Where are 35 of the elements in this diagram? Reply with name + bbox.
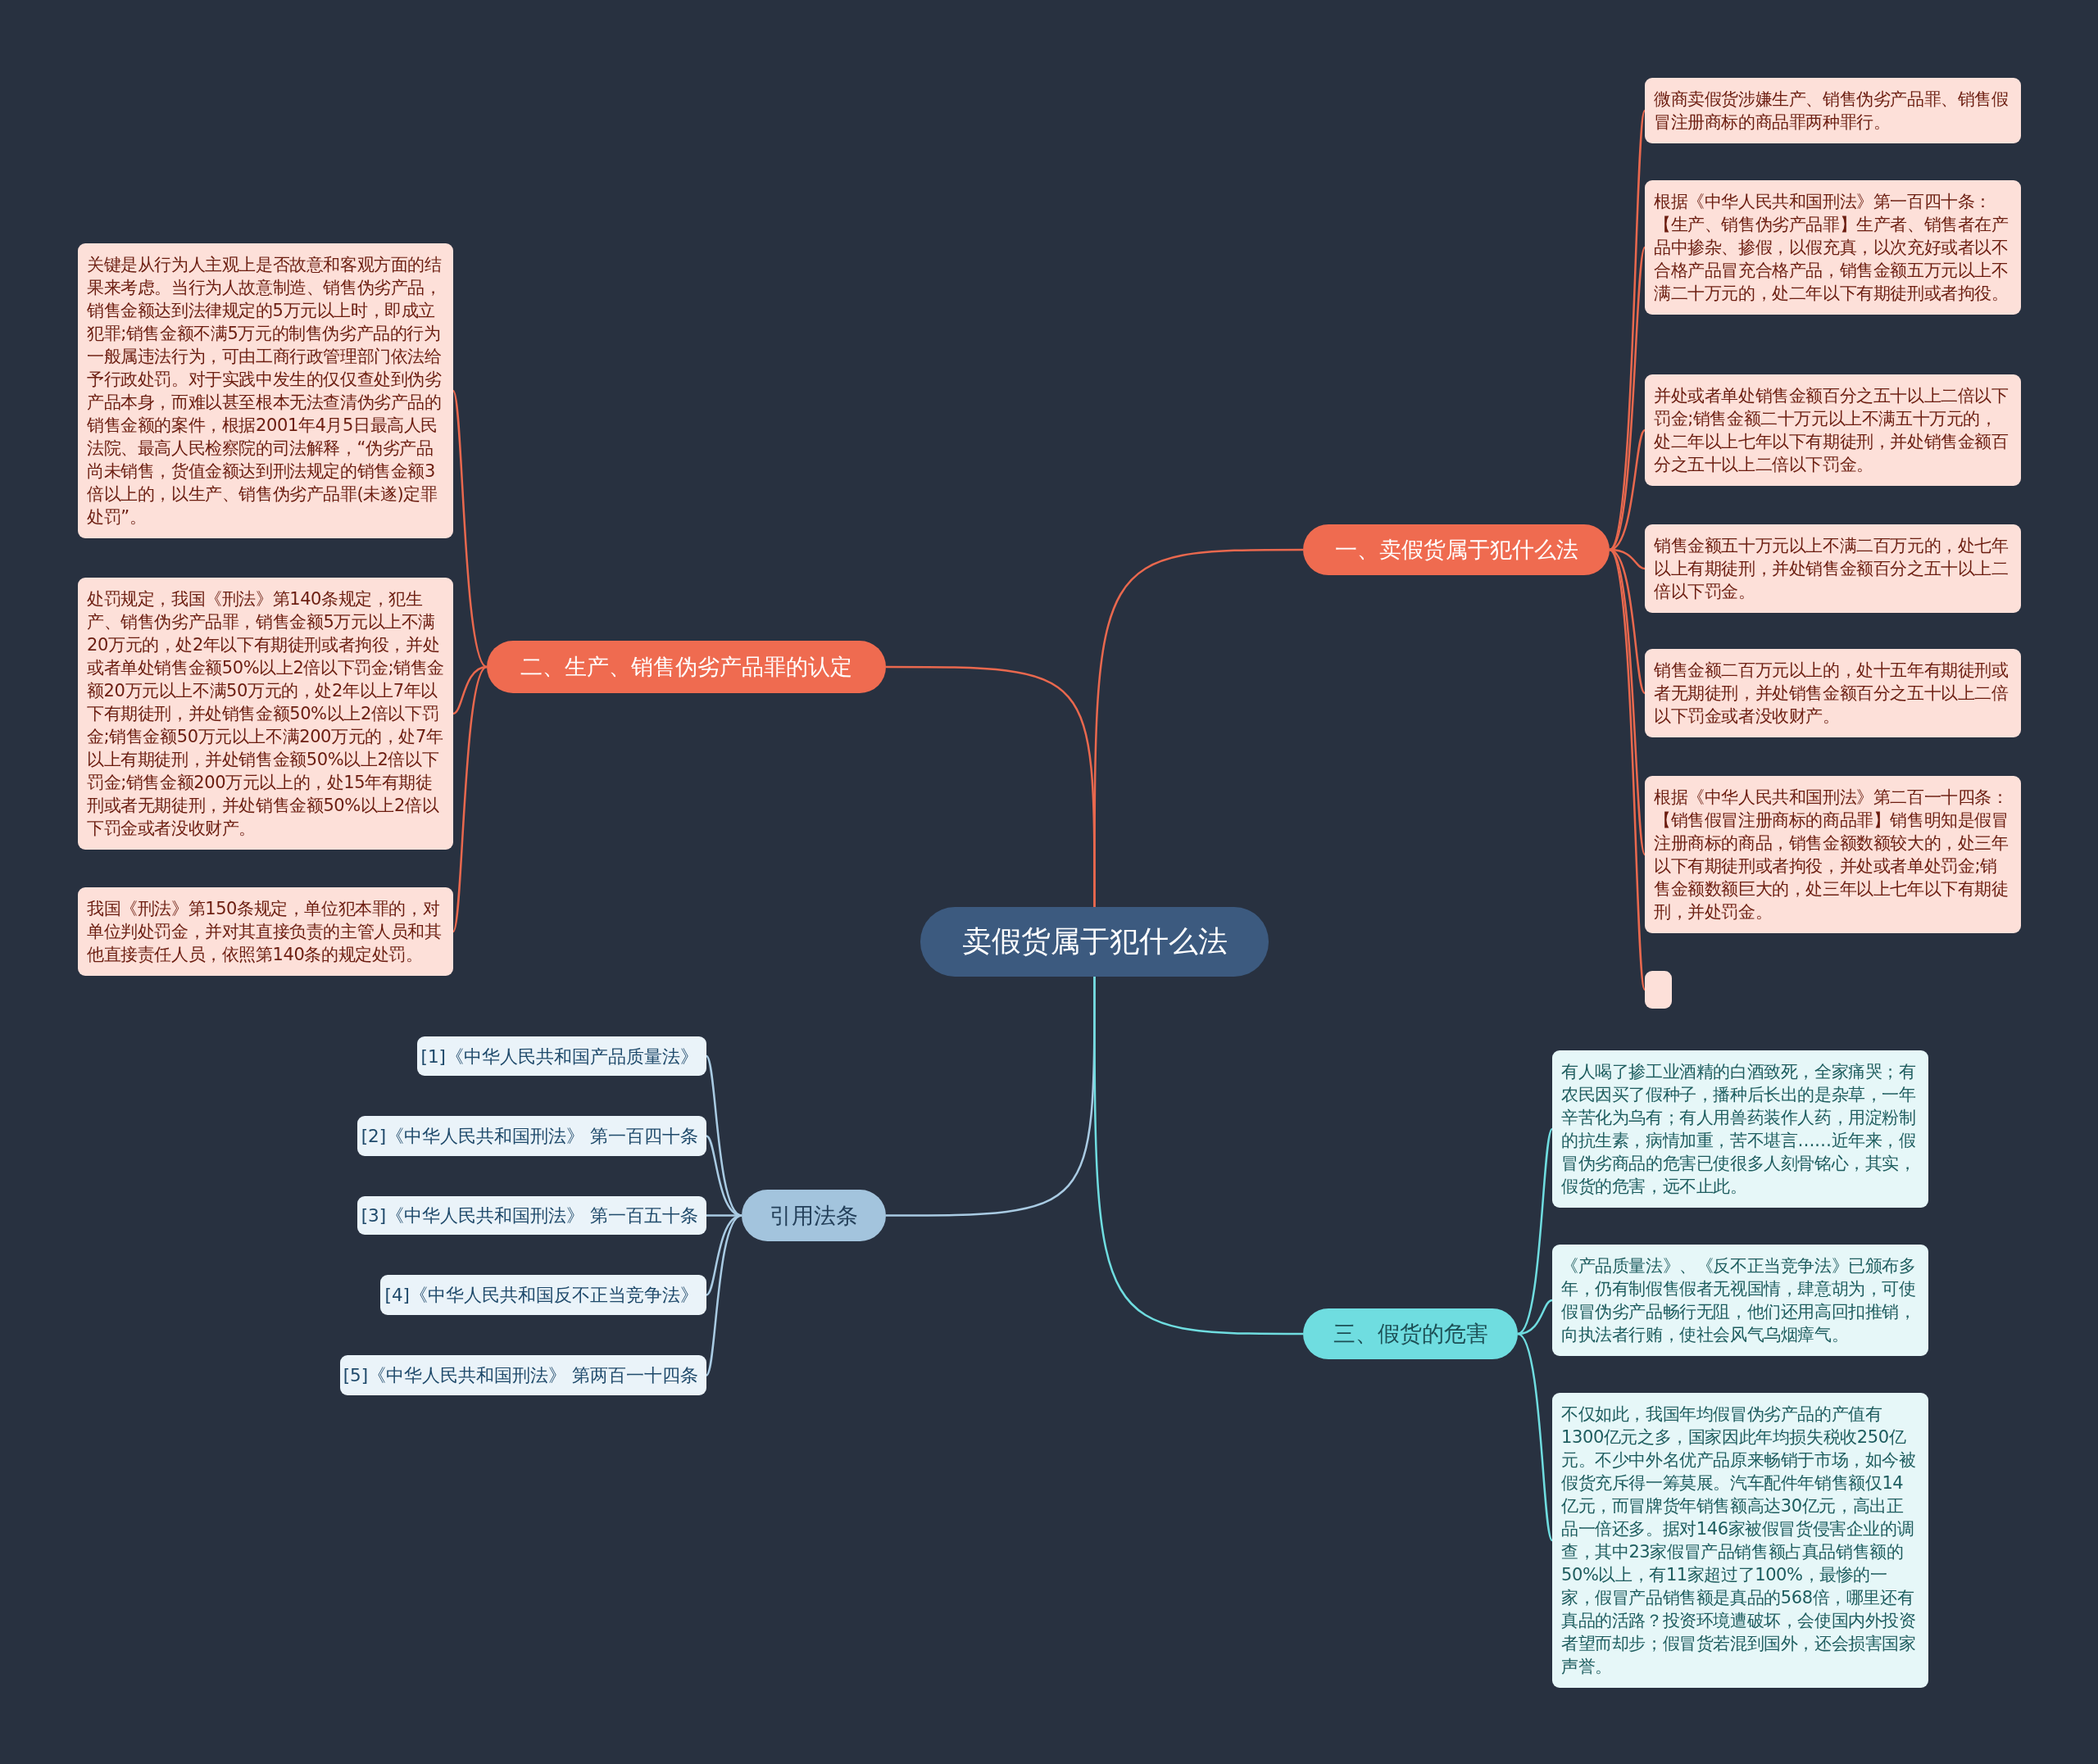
connector bbox=[452, 666, 488, 932]
note-card: 销售金额二百万元以上的，处十五年有期徒刑或者无期徒刑，并处销售金额百分之五十以上二倍以下罚金或者没收财产。 bbox=[1645, 649, 2021, 737]
note-card: 有人喝了掺工业酒精的白酒致死，全家痛哭；有农民因买了假种子，播种后长出的是杂草，一年辛苦化为乌有；有人用兽药装作人药，用淀粉制的抗生素，病情加重，苦不堪言……近年来，假冒伪劣商品的危害已使很多人刻骨铭心，其实，假货的危害，远不止此。 bbox=[1552, 1050, 1928, 1208]
reference-card: [1]《中华人民共和国产品质量法》 bbox=[417, 1036, 706, 1076]
branch-topic: 引用法条 bbox=[742, 1190, 886, 1241]
connector bbox=[1608, 549, 1646, 991]
note-card: 销售金额五十万元以上不满二百万元的，处七年以上有期徒刑，并处销售金额百分之五十以上二倍以下罚金。 bbox=[1645, 524, 2021, 613]
reference-card: [4]《中华人民共和国反不正当竞争法》 bbox=[380, 1275, 706, 1315]
branch-topic: 二、生产、销售伪劣产品罪的认定 bbox=[487, 641, 886, 693]
note-card: 《产品质量法》、《反不正当竞争法》已颁布多年，仍有制假售假者无视国情，肆意胡为，可使假冒伪劣产品畅行无阻，他们还用高回扣推销，向执法者行贿，使社会风气乌烟瘴气。 bbox=[1552, 1245, 1928, 1356]
reference-card: [5]《中华人民共和国刑法》 第两百一十四条 bbox=[340, 1355, 706, 1395]
reference-card: [3]《中华人民共和国刑法》 第一百五十条 bbox=[357, 1196, 706, 1235]
connector bbox=[706, 1214, 742, 1376]
note-card: 根据《中华人民共和国刑法》第一百四十条：【生产、销售伪劣产品罪】生产者、销售者在产品中掺杂、掺假，以假充真，以次充好或者以不合格产品冒充合格产品，销售金额五万元以上不满二十万元的，处二年以下有期徒刑或者拘役。 bbox=[1645, 180, 2021, 315]
note-card: 处罚规定，我国《刑法》第140条规定，犯生产、销售伪劣产品罪，销售金额5万元以上不满20万元的，处2年以下有期徒刑或者拘役，并处或者单处销售金额50%以上2倍以下罚金;销售金额20万元以上不满50万元的，处2年以上7年以下有期徒刑，并处销售金额50%以上2倍以下罚金;销售金额50万元以上不满200万元的，处7年以上有期徒刑，并处销售金额50%以上2倍以下罚金;销售金额200万元以上的，处15年有期徒刑或者无期徒刑，并处销售金额50%以上2倍以下罚金或者没收财产。 bbox=[78, 578, 453, 850]
branch-topic: 一、卖假货属于犯什么法 bbox=[1303, 524, 1610, 575]
note-card: 并处或者单处销售金额百分之五十以上二倍以下罚金;销售金额二十万元以上不满五十万元的，处二年以上七年以下有期徒刑，并处销售金额百分之五十以上二倍以下罚金。 bbox=[1645, 374, 2021, 486]
note-card: 根据《中华人民共和国刑法》第二百一十四条：【销售假冒注册商标的商品罪】销售明知是假冒注册商标的商品，销售金额数额较大的，处三年以下有期徒刑或者拘役，并处或者单处罚金;销售金额数额巨大的，处三年以上七年以下有期徒刑，并处罚金。 bbox=[1645, 776, 2021, 933]
connector bbox=[1609, 548, 1646, 694]
connector bbox=[1517, 1128, 1554, 1335]
connector bbox=[886, 665, 1096, 907]
empty-card bbox=[1645, 971, 1672, 1009]
connector bbox=[1093, 977, 1303, 1335]
note-card: 微商卖假货涉嫌生产、销售伪劣产品罪、销售假冒注册商标的商品罪两种罪行。 bbox=[1645, 78, 2021, 143]
root-topic: 卖假货属于犯什么法 bbox=[920, 907, 1269, 977]
reference-card: [2]《中华人民共和国刑法》 第一百四十条 bbox=[357, 1116, 706, 1156]
note-card: 关键是从行为人主观上是否故意和客观方面的结果来考虑。当行为人故意制造、销售伪劣产品，销售金额达到法律规定的5万元以上时，即成立犯罪;销售金额不满5万元的制售伪劣产品的行为一般属违法行为，可由工商行政管理部门依法给予行政处罚。对于实践中发生的仅仅查处到伪劣产品本身，而难以甚至根本无法查清伪劣产品的销售金额的案件，根据2001年4月5日最高人民法院、最高人民检察院的司法解释，“伪劣产品尚未销售，货值金额达到刑法规定的销售金额3倍以上的，以生产、销售伪劣产品罪(未遂)定罪处罚”。 bbox=[78, 243, 453, 538]
note-card: 我国《刑法》第150条规定，单位犯本罪的，对单位判处罚金，并对其直接负责的主管人员和其他直接责任人员，依照第140条的规定处罚。 bbox=[78, 887, 453, 976]
note-card: 不仅如此，我国年均假冒伪劣产品的产值有1300亿元之多，国家因此年均损失税收250亿元。不少中外名优产品原来畅销于市场，如今被假货充斥得一筹莫展。汽车配件年销售额仅14亿元，而冒牌货年销售额高达30亿元，高出正品一倍还多。据对146家被假冒货侵害企业的调查，其中23家假冒产品销售额占真品销售额的50%以上，有11家超过了100%，最惨的一家，假冒产品销售额是真品的568倍，哪里还有真品的活路？投资环境遭破坏，会使国内外投资者望而却步；假冒货若混到国外，还会损害国家声誉。 bbox=[1552, 1393, 1928, 1688]
connector bbox=[706, 1214, 742, 1296]
connector bbox=[1517, 1299, 1553, 1335]
connector bbox=[452, 665, 488, 715]
branch-topic: 三、假货的危害 bbox=[1303, 1308, 1518, 1359]
connector bbox=[452, 390, 488, 668]
connector bbox=[1517, 1333, 1554, 1541]
